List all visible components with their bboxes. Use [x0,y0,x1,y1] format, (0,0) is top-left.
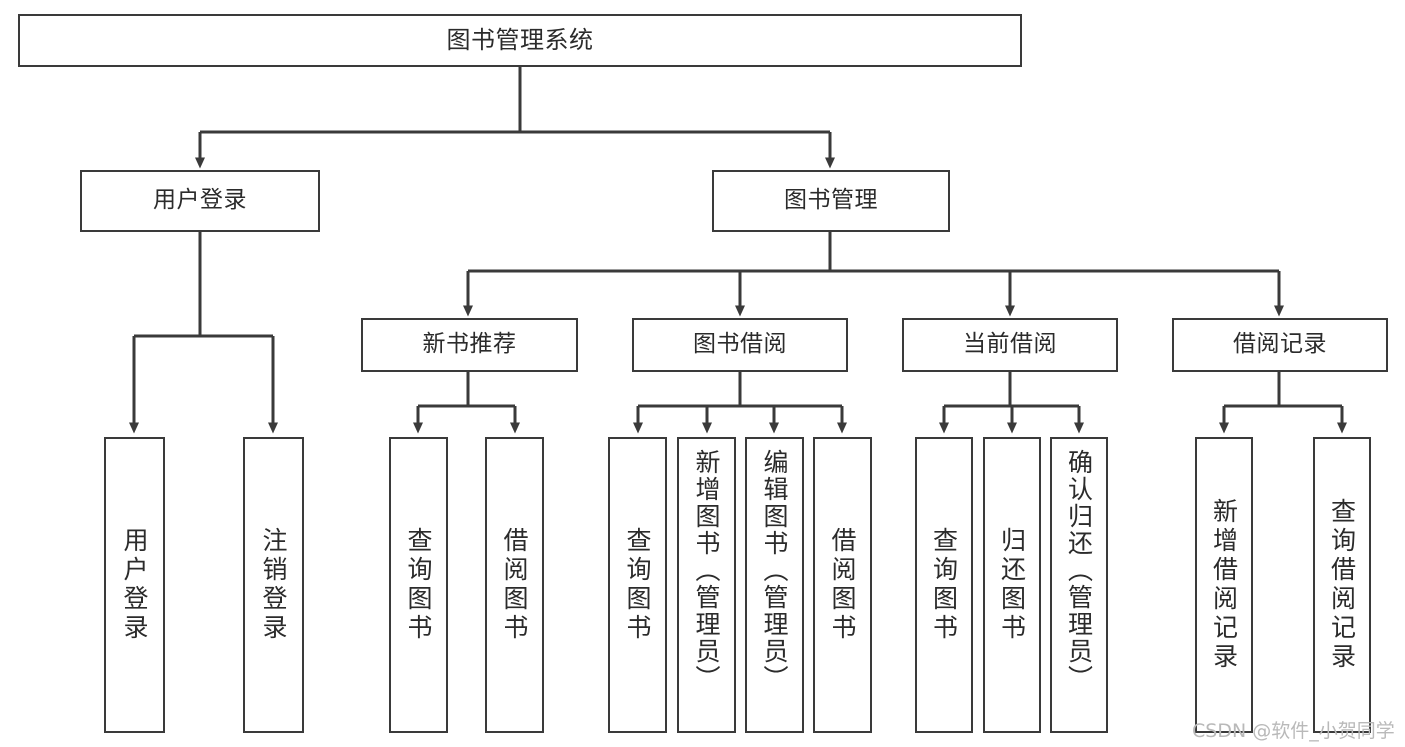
leaf-confirm-return[interactable]: 确认归还（管理员） [1050,437,1108,733]
node-borrow-record-label: 借阅记录 [1233,331,1327,358]
leaf-user-logout-label: 注销登录 [259,527,288,643]
leaf-user-login-label: 用户登录 [120,527,149,643]
leaf-query-book-1[interactable]: 查询图书 [389,437,448,733]
csdn-watermark: CSDN @软件_小贺同学 [1192,720,1395,742]
node-new-book-rec-label: 新书推荐 [422,331,517,358]
leaf-query-book-2[interactable]: 查询图书 [608,437,667,733]
leaf-borrow-book-1-label: 借阅图书 [500,527,529,643]
node-book-manage[interactable]: 图书管理 [712,170,950,232]
node-user-login[interactable]: 用户登录 [80,170,320,232]
leaf-query-record-label: 查询借阅记录 [1327,498,1357,672]
leaf-query-record[interactable]: 查询借阅记录 [1313,437,1371,733]
node-current-borrow-label: 当前借阅 [963,331,1057,358]
leaf-add-book-label: 新增图书（管理员） [692,449,721,692]
node-book-borrow-label: 图书借阅 [693,331,787,358]
node-book-manage-label: 图书管理 [784,187,878,214]
leaf-add-record-label: 新增借阅记录 [1209,498,1239,672]
node-borrow-record[interactable]: 借阅记录 [1172,318,1388,372]
leaf-add-book[interactable]: 新增图书（管理员） [677,437,736,733]
node-user-login-label: 用户登录 [153,187,247,214]
node-current-borrow[interactable]: 当前借阅 [902,318,1118,372]
leaf-borrow-book-2-label: 借阅图书 [828,527,857,643]
node-root[interactable]: 图书管理系统 [18,14,1022,67]
leaf-query-book-3-label: 查询图书 [929,527,959,643]
leaf-borrow-book-1[interactable]: 借阅图书 [485,437,544,733]
leaf-edit-book-label: 编辑图书（管理员） [760,449,789,692]
leaf-edit-book[interactable]: 编辑图书（管理员） [745,437,804,733]
leaf-query-book-2-label: 查询图书 [623,527,652,643]
leaf-query-book-3[interactable]: 查询图书 [915,437,973,733]
node-root-label: 图书管理系统 [446,26,594,55]
leaf-return-book-label: 归还图书 [997,527,1027,643]
leaf-borrow-book-2[interactable]: 借阅图书 [813,437,872,733]
node-new-book-rec[interactable]: 新书推荐 [361,318,578,372]
leaf-confirm-return-label: 确认归还（管理员） [1064,449,1094,692]
node-book-borrow[interactable]: 图书借阅 [632,318,848,372]
leaf-query-book-1-label: 查询图书 [404,527,433,643]
leaf-return-book[interactable]: 归还图书 [983,437,1041,733]
leaf-user-logout[interactable]: 注销登录 [243,437,304,733]
leaf-add-record[interactable]: 新增借阅记录 [1195,437,1253,733]
leaf-user-login[interactable]: 用户登录 [104,437,165,733]
